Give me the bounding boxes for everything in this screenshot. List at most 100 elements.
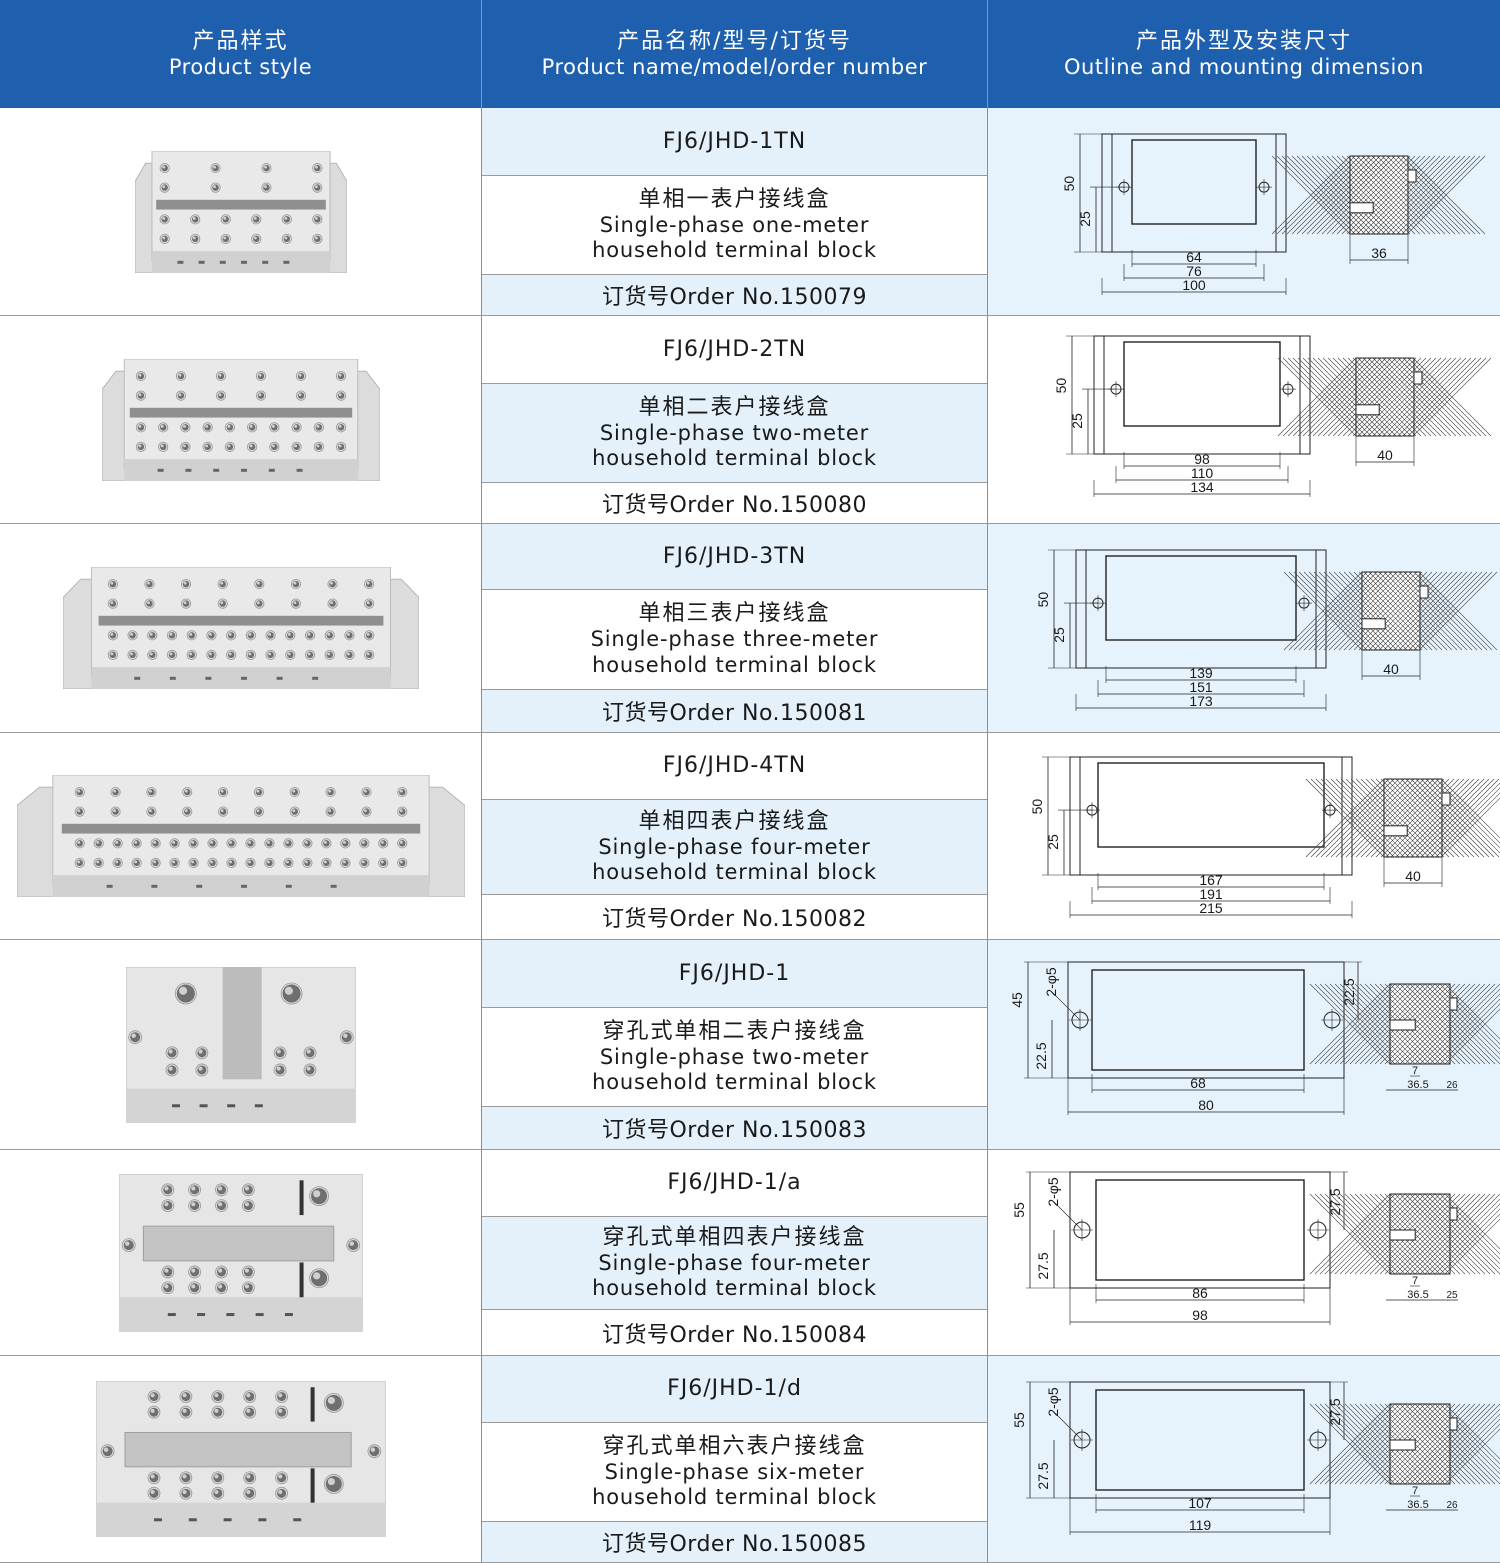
product-name-en-line1: Single-phase two-meter	[599, 1044, 870, 1069]
dimension-label: 27.5	[1035, 1462, 1051, 1489]
header-product-style: 产品样式 Product style	[0, 0, 482, 108]
dimension-label: 25	[1045, 834, 1061, 850]
dimension-label: 80	[1198, 1097, 1214, 1113]
header-col2-zh: 产品名称/型号/订货号	[617, 28, 852, 54]
dimension-label: 50	[1053, 378, 1069, 394]
dimension-label: 50	[1029, 799, 1045, 815]
dimension-label: 45	[1009, 992, 1025, 1008]
product-photo-cell	[0, 316, 482, 523]
product-order-number: 订货号Order No.150079	[482, 275, 987, 315]
product-order-number: 订货号Order No.150080	[482, 483, 987, 523]
dimension-label: 191	[1199, 886, 1223, 902]
product-model: FJ6/JHD-3TN	[482, 524, 987, 590]
terminal-block-photo	[62, 567, 419, 689]
dimension-label: 27.5	[1327, 1398, 1343, 1425]
product-name-en-line1: Single-phase four-meter	[598, 1250, 871, 1275]
dimension-label: 55	[1011, 1412, 1027, 1428]
dimension-label: 151	[1189, 679, 1213, 695]
header-col3-zh: 产品外型及安装尺寸	[1135, 28, 1352, 54]
dimension-label: 27.5	[1327, 1188, 1343, 1215]
product-name-zh: 单相一表户接线盒	[638, 186, 831, 212]
dimension-label: 40	[1377, 447, 1393, 463]
dimension-label: 26	[1446, 1080, 1458, 1091]
dimension-label: 110	[1191, 465, 1214, 481]
product-photo-cell	[0, 940, 482, 1149]
dimension-label: 25	[1446, 1290, 1458, 1301]
terminal-block-photo	[95, 1381, 386, 1537]
table-header: 产品样式 Product style 产品名称/型号/订货号 Product n…	[0, 0, 1500, 108]
dimension-label: 98	[1194, 451, 1210, 467]
product-model: FJ6/JHD-1TN	[482, 108, 987, 176]
dimension-label: 2-φ5	[1045, 1387, 1061, 1417]
header-col3-en: Outline and mounting dimension	[1064, 54, 1424, 79]
dimension-label: 22.5	[1341, 978, 1357, 1005]
side-section-drawing	[1283, 571, 1498, 651]
dimension-label: 36.5	[1407, 1499, 1428, 1511]
product-model: FJ6/JHD-1/d	[482, 1356, 987, 1423]
header-col1-zh: 产品样式	[192, 28, 289, 54]
product-model: FJ6/JHD-1	[482, 940, 987, 1008]
product-name-en-line2: household terminal block	[592, 860, 877, 885]
terminal-block-photo	[118, 1173, 363, 1332]
product-photo-cell	[0, 524, 482, 732]
dimension-label: 25	[1069, 413, 1085, 429]
dimension-label: 50	[1035, 592, 1051, 608]
product-model: FJ6/JHD-2TN	[482, 316, 987, 384]
dimension-label: 98	[1192, 1307, 1208, 1323]
side-section-drawing	[1309, 1193, 1500, 1275]
terminal-block-photo	[101, 358, 380, 481]
product-name-zh: 单相二表户接线盒	[638, 394, 831, 420]
terminal-block-photo	[16, 775, 465, 897]
product-name-en-line2: household terminal block	[592, 1276, 877, 1301]
product-photo-cell	[0, 733, 482, 939]
product-name-zh: 穿孔式单相四表户接线盒	[602, 1224, 867, 1250]
product-name-en-line1: Single-phase two-meter	[599, 420, 870, 445]
product-model: FJ6/JHD-1/a	[482, 1150, 987, 1217]
terminal-block-photo	[134, 150, 347, 273]
product-photo-cell	[0, 108, 482, 315]
product-name-en-line2: household terminal block	[592, 1070, 877, 1095]
product-name-en-line2: household terminal block	[592, 1485, 877, 1510]
dimension-label: 40	[1383, 661, 1399, 677]
side-section-drawing	[1277, 357, 1492, 437]
product-order-number: 订货号Order No.150082	[482, 895, 987, 939]
header-col1-en: Product style	[168, 54, 313, 79]
terminal-block-photo	[125, 966, 356, 1123]
side-section-drawing	[1271, 155, 1486, 235]
dimension-label: 100	[1182, 277, 1206, 293]
product-order-number: 订货号Order No.150083	[482, 1107, 987, 1149]
product-model: FJ6/JHD-4TN	[482, 733, 987, 800]
dimension-label: 68	[1190, 1075, 1206, 1091]
dimension-label: 86	[1192, 1285, 1208, 1301]
dimension-label: 7	[1412, 1485, 1418, 1497]
dimension-label: 40	[1405, 868, 1421, 884]
dimension-label: 107	[1188, 1495, 1212, 1511]
dimension-label: 215	[1199, 900, 1223, 916]
dimension-label: 76	[1186, 263, 1202, 279]
product-photo-cell	[0, 1150, 482, 1355]
dimension-label: 173	[1189, 693, 1213, 709]
